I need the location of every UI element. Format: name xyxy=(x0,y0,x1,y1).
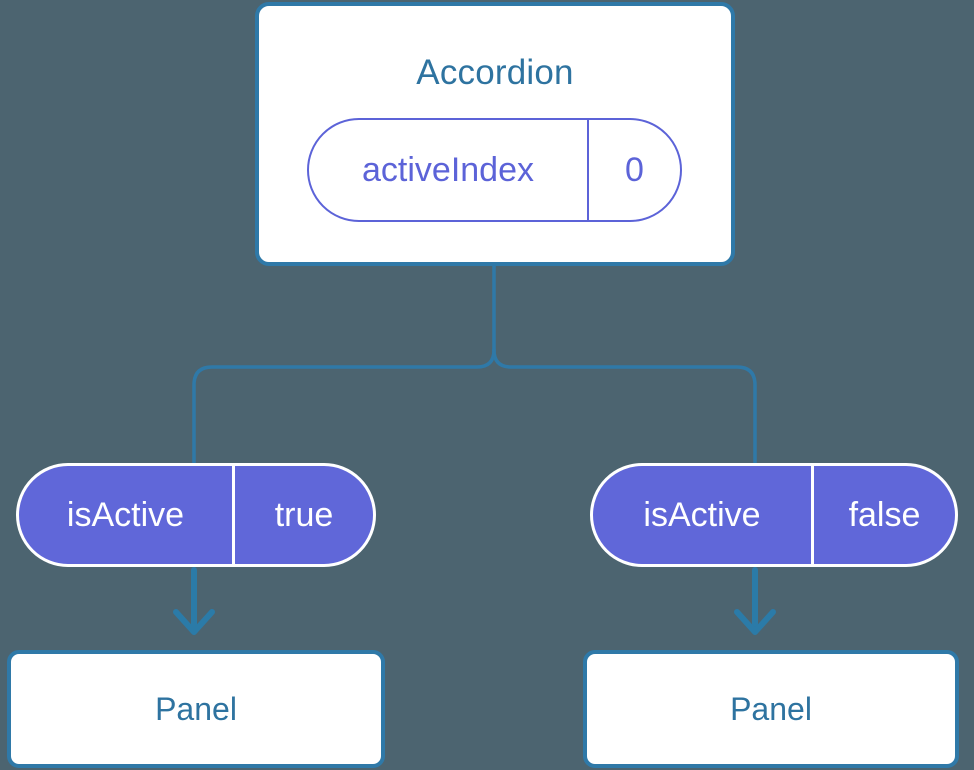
state-pill-key: isActive xyxy=(19,466,235,564)
arrow-down-icon-right xyxy=(734,567,776,635)
connector-branch-right xyxy=(492,348,757,465)
arrow-down-icon-left xyxy=(173,567,215,635)
state-pill-is-active-left[interactable]: isActive true xyxy=(16,463,376,567)
panel-title: Panel xyxy=(730,690,812,727)
accordion-title: Accordion xyxy=(416,53,574,92)
state-pill-key: isActive xyxy=(593,466,814,564)
panel-title: Panel xyxy=(155,690,237,727)
state-pill-key: activeIndex xyxy=(309,120,589,220)
connector-branch-left xyxy=(192,348,496,465)
panel-component-card-right[interactable]: Panel xyxy=(583,650,959,768)
state-pill-active-index[interactable]: activeIndex 0 xyxy=(307,118,682,222)
panel-component-card-left[interactable]: Panel xyxy=(7,650,385,768)
state-pill-is-active-right[interactable]: isActive false xyxy=(590,463,958,567)
state-pill-value: true xyxy=(274,495,334,534)
state-pill-value: false xyxy=(848,495,921,534)
state-pill-value: 0 xyxy=(625,150,644,189)
